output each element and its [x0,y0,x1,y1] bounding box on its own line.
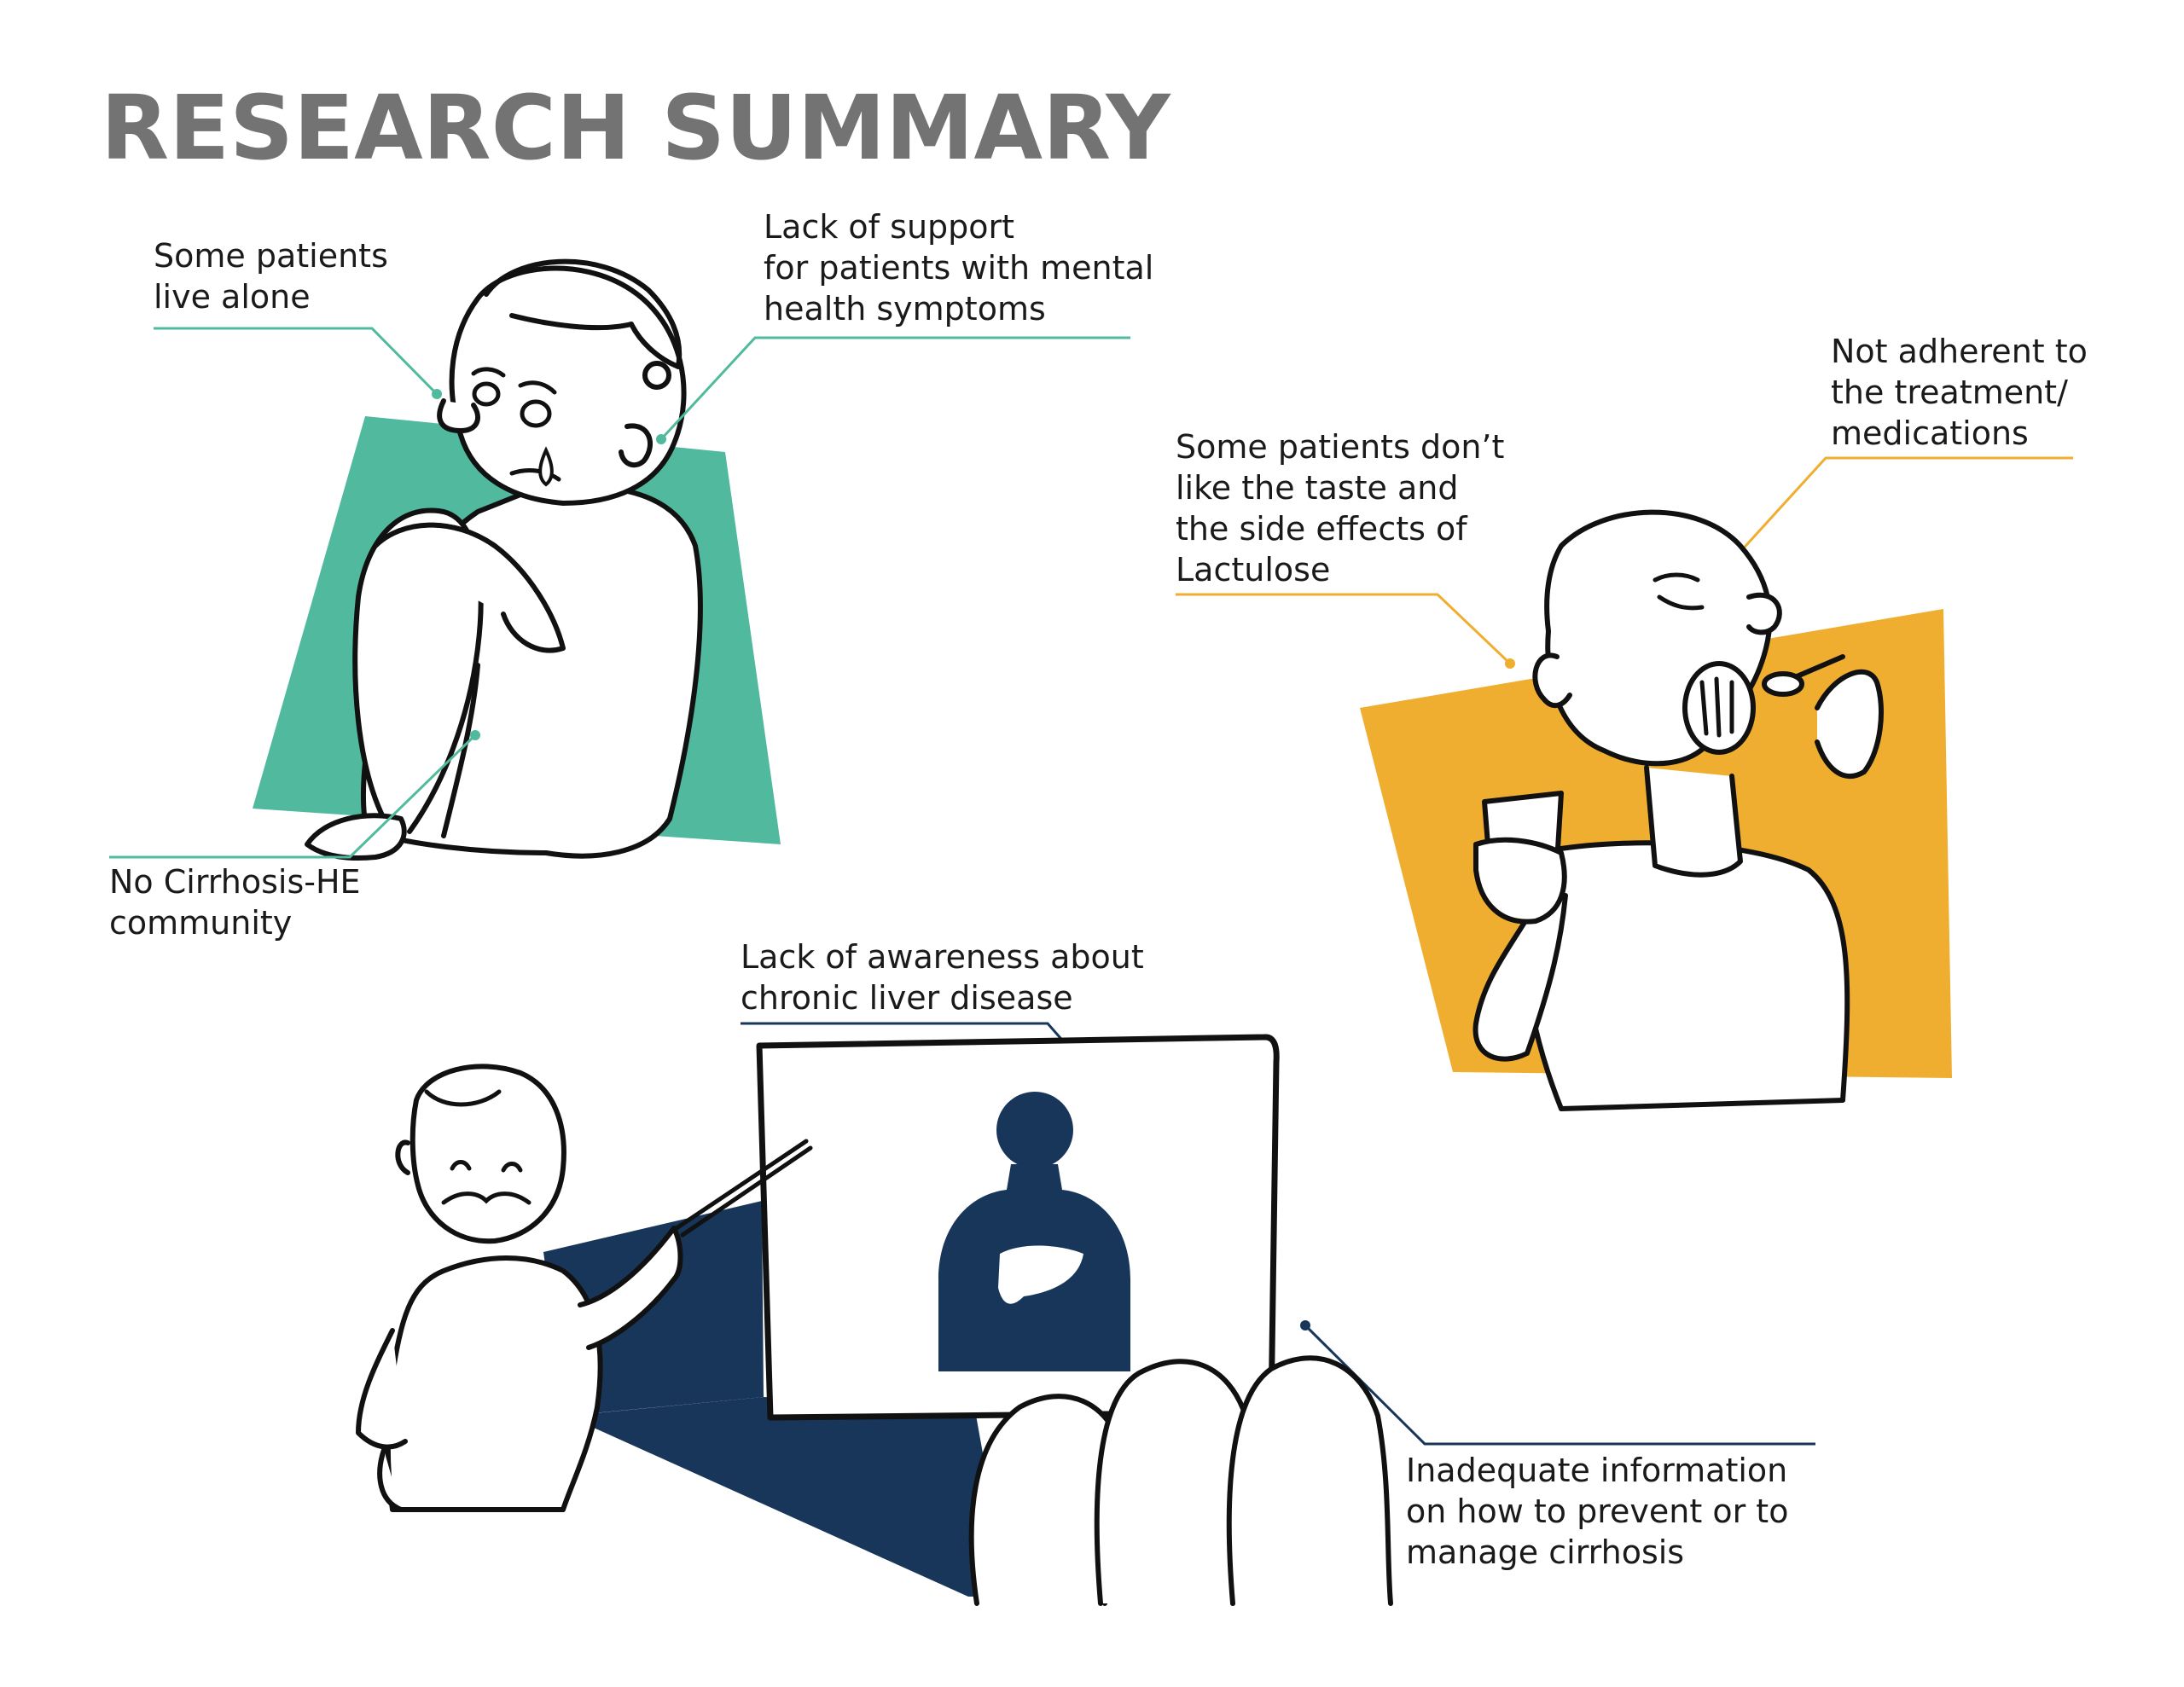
callout-lactulose-taste: Some patients don’t like the taste and t… [1176,428,1505,588]
patient-taking-medicine-icon [1360,509,1952,1111]
callout-not-adherent: Not adherent to the treatment/ medicatio… [1831,333,2088,452]
callout-awareness: Lack of awareness about chronic liver di… [741,938,1144,1017]
doctor-presenting-icon [356,1034,1393,1606]
callout-live-alone: Some patients live alone [154,237,388,316]
sad-patient-icon [253,258,781,861]
callout-mental-health: Lack of support for patients with mental… [764,208,1154,328]
audience-icon [968,1355,1393,1606]
liver-silhouette-icon [938,1092,1130,1371]
callout-no-community: No Cirrhosis-HE community [109,863,361,942]
page-title: RESEARCH SUMMARY [101,76,1170,180]
callout-inadequate-info: Inadequate information on how to prevent… [1406,1452,1789,1571]
